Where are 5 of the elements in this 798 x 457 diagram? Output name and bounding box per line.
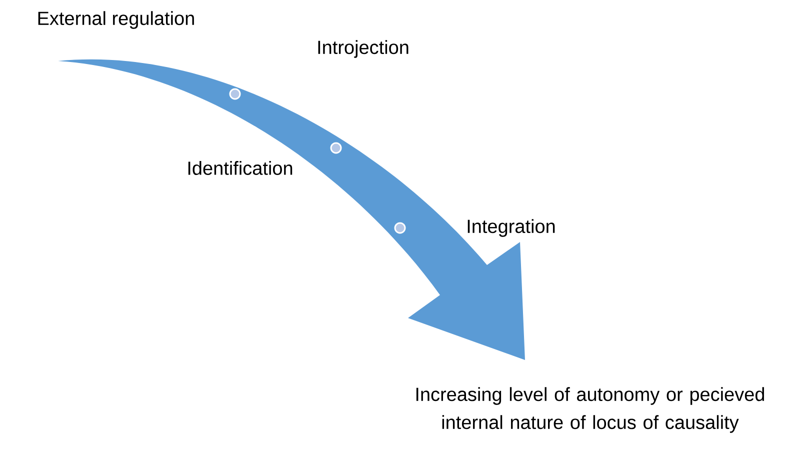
stage-label: Identification bbox=[188, 161, 292, 175]
stage-label: External regulation bbox=[38, 11, 194, 29]
stage-label: Increasing level of autonomy or pecieved internal nature of locus of causality bbox=[416, 387, 764, 433]
stage-label: Introjection bbox=[318, 40, 408, 58]
stage-label: Integration bbox=[468, 219, 555, 237]
